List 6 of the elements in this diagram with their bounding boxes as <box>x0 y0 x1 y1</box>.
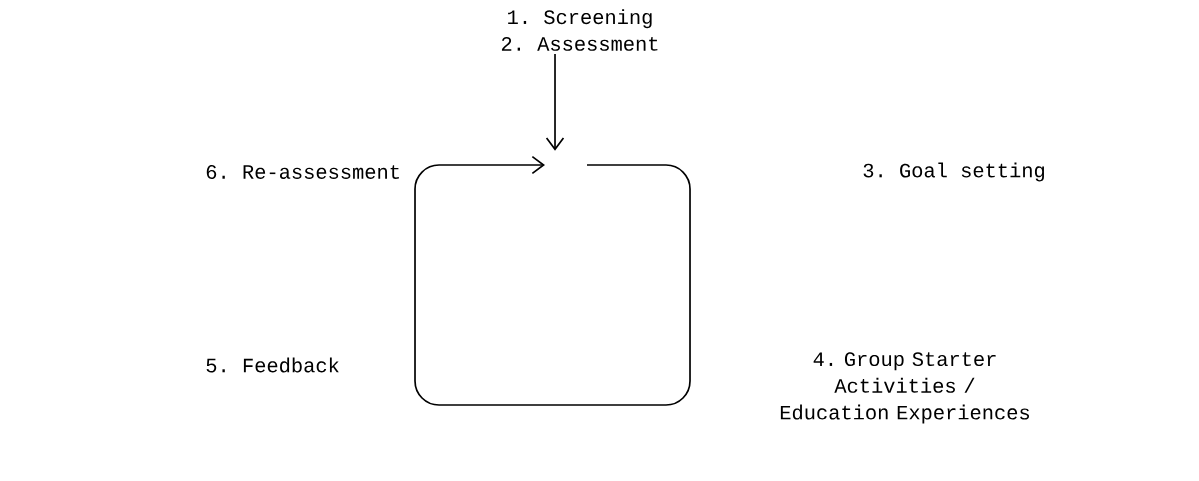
cycle-loop <box>414 155 691 406</box>
step-label: 1. Screening 2. Assessment <box>501 9 658 51</box>
arrow <box>545 53 565 151</box>
step-label: 4. Group Starter Activities / Education Experiences <box>780 352 1029 424</box>
step-label: 3. Goal setting <box>863 162 1044 182</box>
step-label: 5. Feedback <box>206 357 339 373</box>
